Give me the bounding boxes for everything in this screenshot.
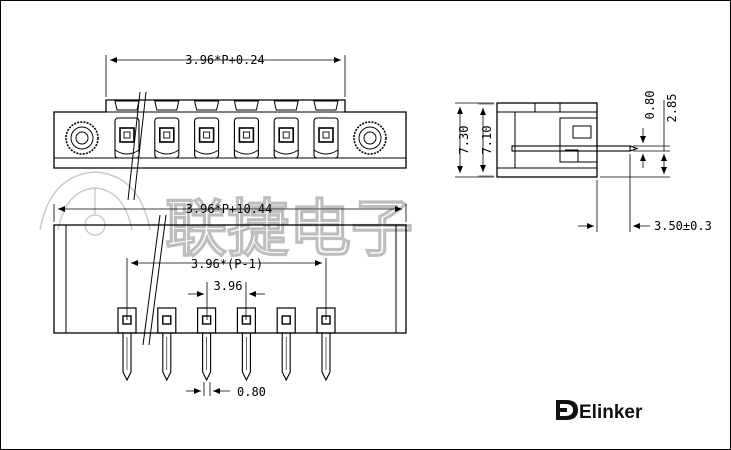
side-pin-dimensions bbox=[600, 100, 670, 178]
side-height-inner-label: 7.10 bbox=[480, 126, 494, 155]
brand-logo: Elinker bbox=[556, 400, 643, 423]
top-terminal bbox=[114, 100, 140, 159]
front-span-dimension bbox=[126, 258, 327, 320]
top-terminal bbox=[233, 100, 260, 159]
front-pin bbox=[197, 307, 217, 382]
top-terminal bbox=[154, 100, 180, 159]
brand-logo-icon bbox=[556, 400, 578, 420]
side-pin-offset-label: 2.85 bbox=[665, 94, 679, 123]
side-pin-length-label: 3.50±0.3 bbox=[654, 219, 712, 233]
side-height-dimensions bbox=[455, 102, 494, 178]
watermark: 联捷电子 bbox=[39, 171, 414, 266]
front-pin bbox=[276, 307, 296, 382]
top-terminal bbox=[313, 100, 339, 159]
front-span-dim-label: 3.96*(P-1) bbox=[191, 257, 263, 271]
front-view bbox=[53, 214, 407, 346]
front-pin-width-dim-label: 0.80 bbox=[237, 385, 266, 399]
top-terminal bbox=[273, 100, 299, 159]
side-view bbox=[496, 102, 639, 178]
top-overall-dimension bbox=[105, 55, 346, 97]
top-view bbox=[53, 91, 407, 201]
front-pin bbox=[117, 307, 137, 382]
front-overall-dim-label: 3.96*P+10.44 bbox=[186, 202, 273, 216]
top-terminal bbox=[193, 100, 220, 159]
side-height-outer-label: 7.30 bbox=[457, 126, 471, 155]
front-view-pins bbox=[117, 307, 336, 382]
top-view-pins bbox=[114, 100, 339, 159]
left-screw-icon bbox=[65, 121, 99, 155]
side-pin-length-dimension bbox=[578, 154, 650, 232]
front-pin bbox=[157, 307, 177, 382]
right-screw-icon bbox=[353, 121, 387, 155]
front-pin-width-dimension bbox=[186, 382, 230, 396]
front-pitch-dimension bbox=[188, 282, 265, 320]
side-pin-thickness-label: 0.80 bbox=[643, 91, 657, 120]
top-overall-dim-label: 3.96*P+0.24 bbox=[185, 53, 264, 67]
front-overall-dimension bbox=[53, 204, 407, 222]
brand-name: Elinker bbox=[579, 402, 643, 423]
front-pitch-dim-label: 3.96 bbox=[214, 279, 243, 293]
watermark-text: 联捷电子 bbox=[165, 192, 413, 265]
front-pin bbox=[236, 307, 256, 382]
